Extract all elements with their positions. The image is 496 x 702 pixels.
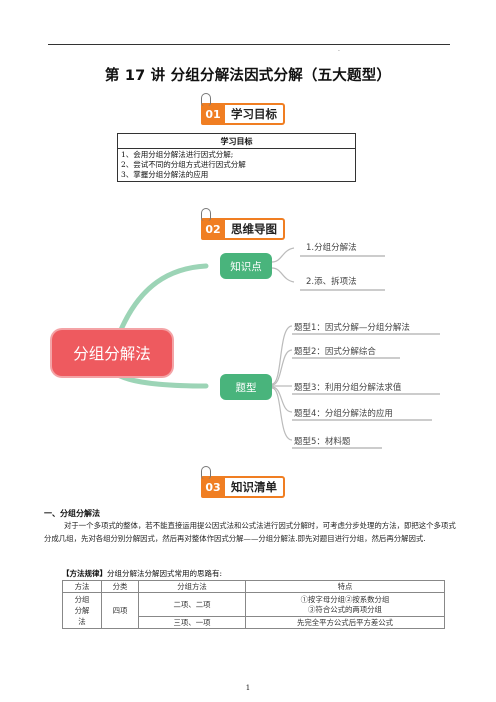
connector-leaf — [271, 349, 293, 386]
header-dot: . — [338, 46, 340, 53]
table-header: 分组方法 — [138, 580, 246, 593]
section-badge-mindmap: 02 思维导图 — [201, 208, 285, 240]
goal-item: 3、掌握分组分解法的应用 — [121, 170, 209, 179]
connector-leaf — [271, 247, 295, 263]
method-title: 【方法规律】 — [62, 569, 107, 578]
header-rule — [48, 44, 450, 45]
method-text: 分组分解法分解因式常用的思路有: — [107, 569, 223, 578]
table-cell-group: 二项、二项 — [138, 592, 246, 617]
connector-leaf — [271, 387, 293, 441]
table-header: 分类 — [101, 580, 139, 593]
goal-item: 1、会用分组分解法进行因式分解; — [121, 150, 234, 159]
section-number: 01 — [201, 103, 225, 125]
section-number: 03 — [201, 476, 225, 498]
mindmap-leaf: 1.分组分解法 — [306, 243, 357, 253]
goals-table: 学习目标 1、会用分组分解法进行因式分解; 2、尝试不同的分组方式进行因式分解 … — [117, 133, 356, 182]
page-title: 第 17 讲 分组分解法因式分解（五大题型） — [104, 68, 392, 84]
goals-items: 1、会用分组分解法进行因式分解; 2、尝试不同的分组方式进行因式分解 3、掌握分… — [117, 148, 356, 182]
goal-item: 2、尝试不同的分组方式进行因式分解 — [121, 160, 246, 169]
mindmap-leaf: 题型1：因式分解—分组分解法 — [294, 323, 410, 333]
knowledge-heading: 一、分组分解法 — [44, 508, 100, 518]
page-number: 1 — [245, 684, 251, 692]
method-table: 方法 分类 分组方法 特点 分组分解法 四项 二项、二项 ①按字母分组②按系数分… — [62, 580, 445, 629]
table-cell-group: 三项、一项 — [138, 616, 246, 629]
section-number: 02 — [201, 218, 225, 240]
section-label: 学习目标 — [225, 103, 285, 125]
table-cell-category: 四项 — [101, 592, 139, 629]
section-badge-knowledge: 03 知识清单 — [201, 466, 285, 498]
clip-icon — [201, 466, 211, 479]
section-label: 知识清单 — [225, 476, 285, 498]
connector-center-knowledge — [117, 263, 209, 335]
connector-leaf — [271, 325, 293, 385]
table-header: 方法 — [62, 580, 102, 593]
connector-leaf — [271, 267, 295, 283]
mindmap-node-knowledge: 知识点 — [220, 253, 272, 279]
clip-icon — [201, 93, 211, 106]
mindmap-leaf: 题型2：因式分解综合 — [294, 347, 376, 357]
mindmap-center-node: 分组分解法 — [52, 330, 172, 376]
table-cell-feature: ①按字母分组②按系数分组 ③符合公式的两项分组 — [245, 592, 445, 617]
method-rule: 【方法规律】分组分解法分解因式常用的思路有: — [62, 568, 222, 579]
mindmap-leaf: 题型4：分组分解法的应用 — [294, 409, 393, 419]
knowledge-paragraph: 对于一个多项式的整体，若不能直接运用提公因式法和公式法进行因式分解时，可考虑分步… — [44, 521, 456, 543]
connector-center-types — [117, 373, 209, 389]
table-cell-feature: 先完全平方公式后平方差公式 — [245, 616, 445, 629]
mindmap-leaf: 题型5：材料题 — [294, 437, 351, 447]
mindmap-node-types: 题型 — [220, 374, 272, 400]
mindmap-leaf: 2.添、拆项法 — [306, 277, 357, 287]
connector-leaf — [271, 386, 293, 413]
table-cell-method: 分组分解法 — [62, 592, 102, 629]
clip-icon — [201, 208, 211, 221]
section-badge-goals: 01 学习目标 — [201, 93, 285, 125]
table-header: 特点 — [245, 580, 445, 593]
section-label: 思维导图 — [225, 218, 285, 240]
mindmap-leaf: 题型3：利用分组分解法求值 — [294, 383, 402, 393]
